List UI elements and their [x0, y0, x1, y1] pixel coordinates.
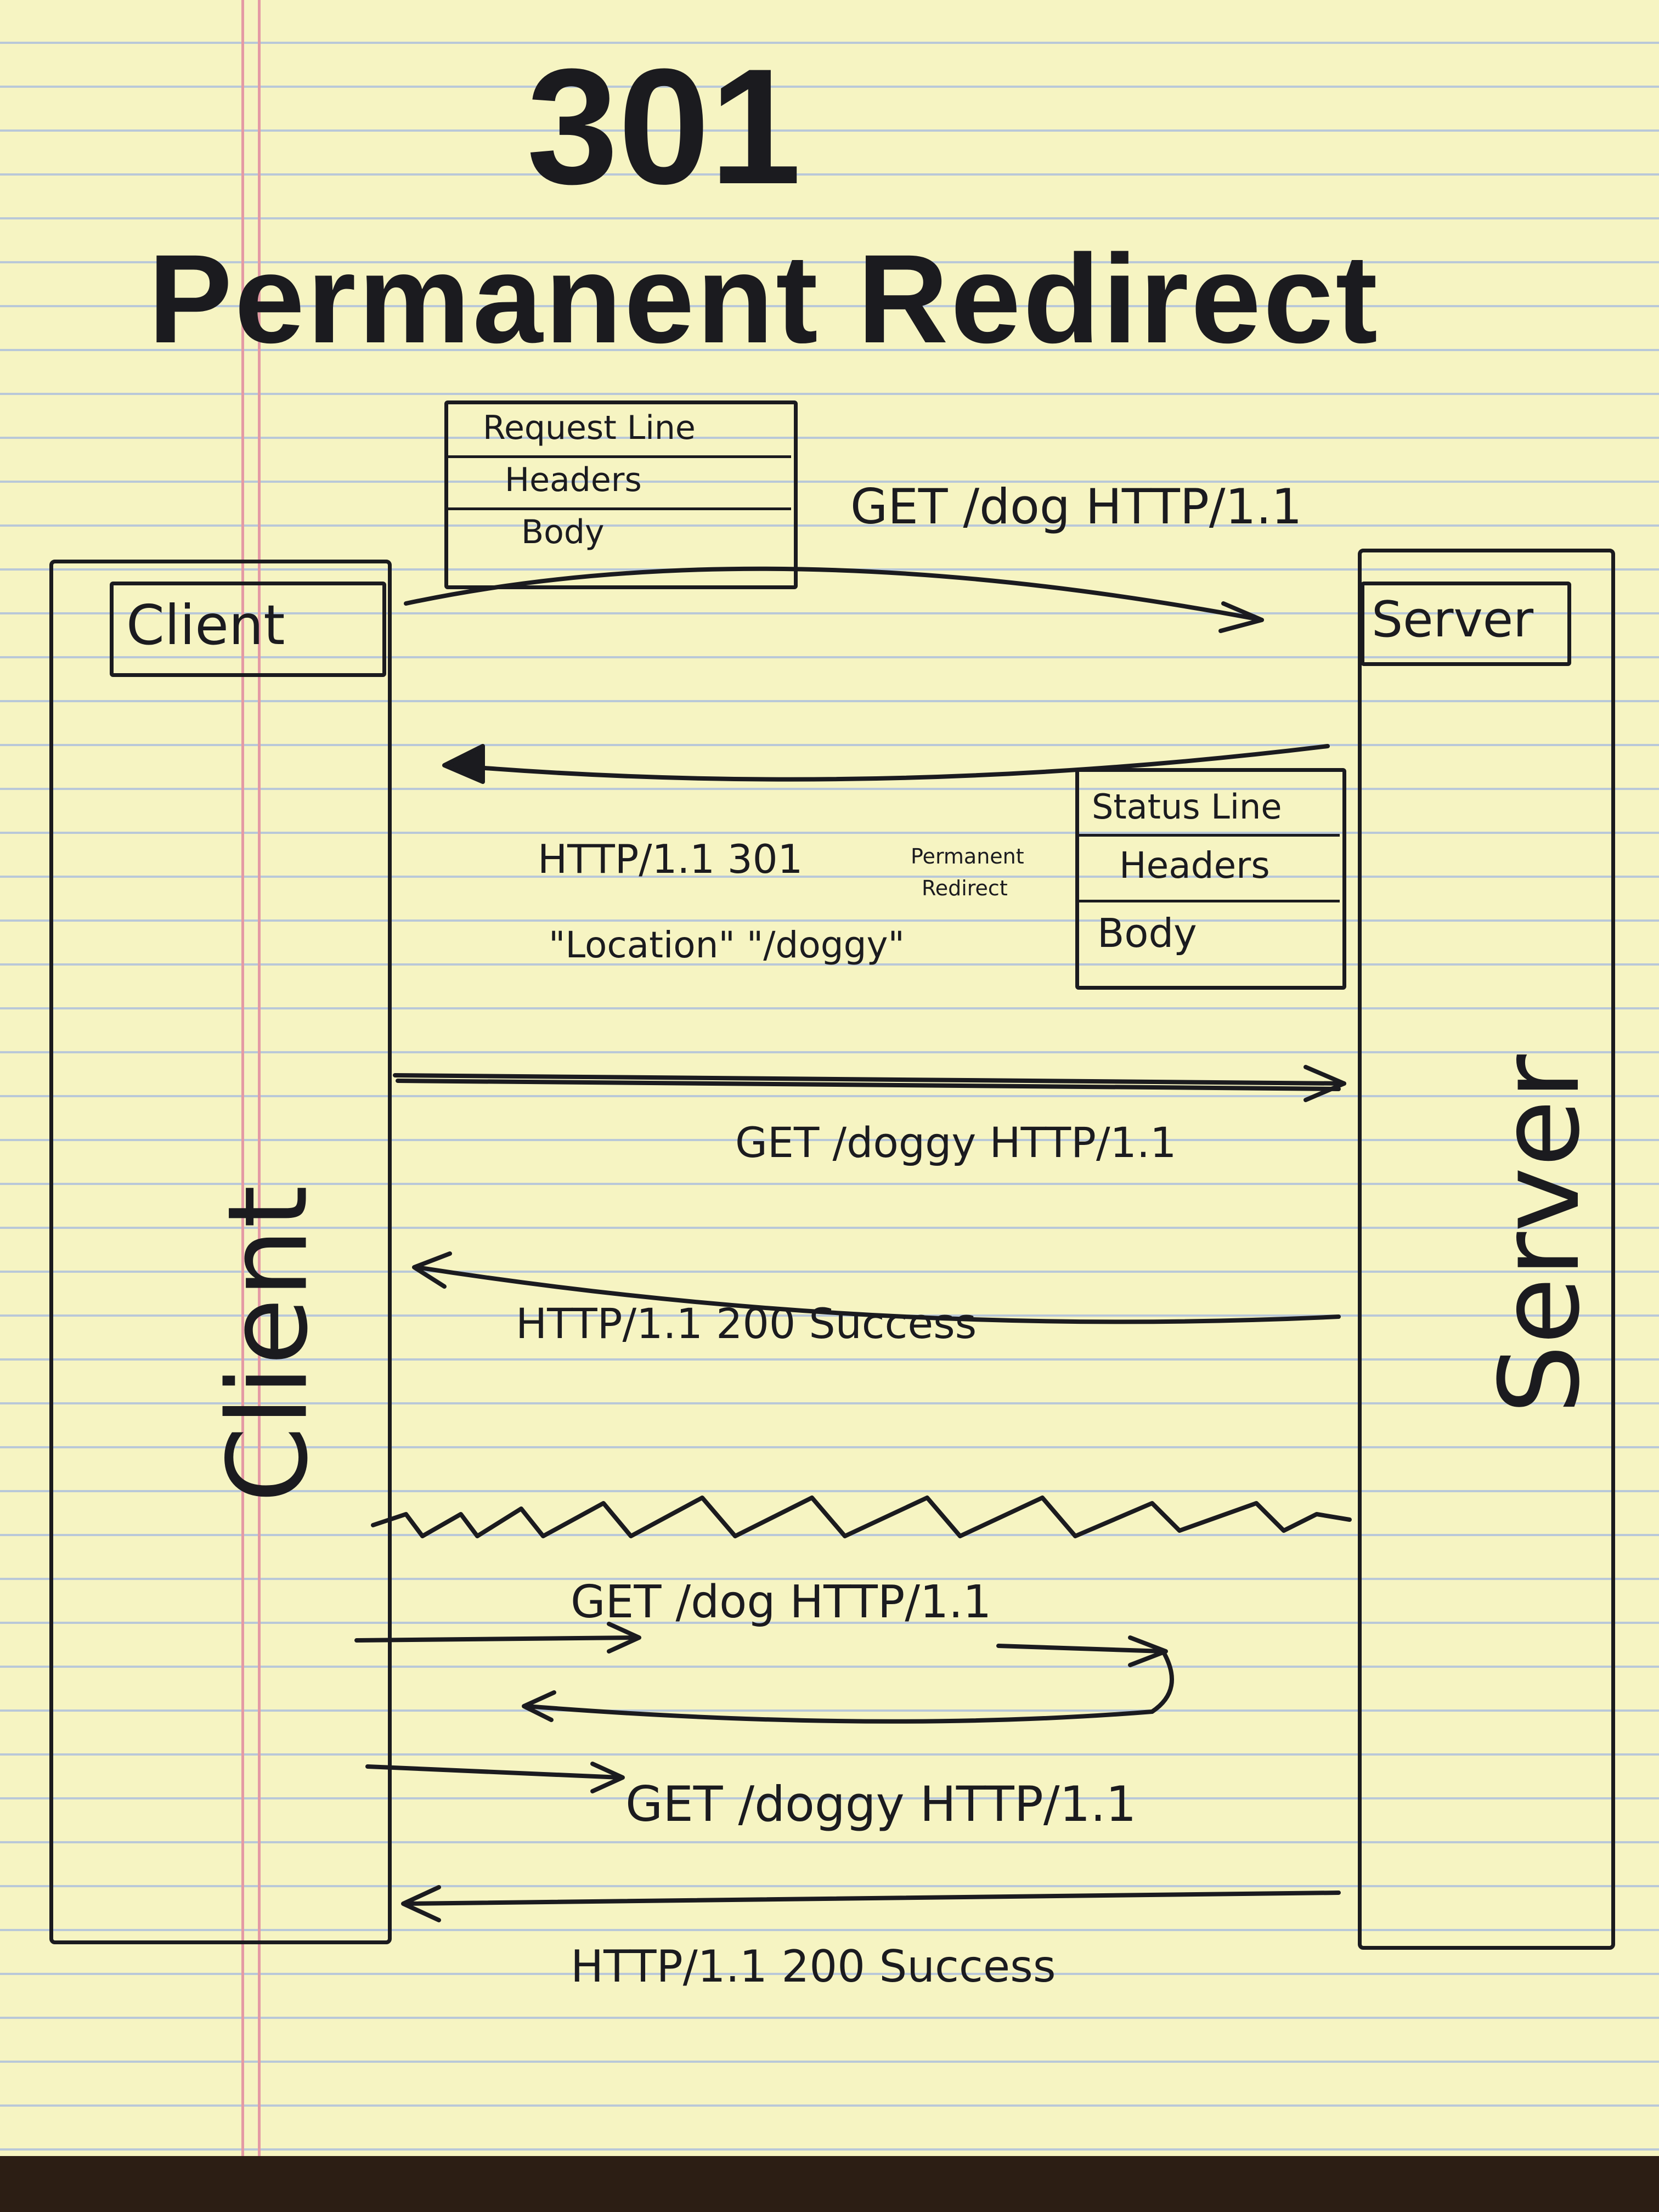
arrow-response-2 — [415, 1265, 1341, 1324]
arrow-request-4 — [365, 1764, 622, 1780]
server-header-box — [1361, 582, 1571, 666]
arrowhead — [442, 744, 485, 784]
message-get-doggy: GET /doggy HTTP/1.1 — [735, 1118, 1177, 1167]
arrow-request-1 — [404, 566, 1264, 622]
title-text: Permanent Redirect — [148, 228, 1380, 369]
body-label: Body — [521, 513, 605, 551]
message-get-dog-repeat: GET /dog HTTP/1.1 — [571, 1576, 992, 1628]
message-301-reason-top: Permanent — [911, 844, 1024, 868]
client-lifeline — [49, 560, 392, 1944]
status-line-label: Status Line — [1092, 787, 1282, 827]
arrow-request-3a — [354, 1635, 639, 1643]
request-box-divider — [448, 455, 791, 458]
arrowhead — [1128, 1635, 1168, 1667]
body-label: Body — [1097, 910, 1197, 956]
arrowhead — [607, 1622, 641, 1654]
request-line-label: Request Line — [483, 409, 696, 447]
message-200-success: HTTP/1.1 200 Success — [516, 1299, 977, 1348]
arrow-request-2-stroke — [396, 1079, 1341, 1091]
message-get-dog: GET /dog HTTP/1.1 — [850, 478, 1302, 535]
arrow-request-2 — [393, 1073, 1346, 1086]
client-header-box — [110, 582, 386, 677]
headers-label: Headers — [1119, 844, 1270, 887]
arrowhead — [412, 1251, 452, 1289]
arrow-response-1 — [448, 744, 1330, 782]
request-box-divider — [448, 507, 791, 510]
arrow-request-3b — [524, 1644, 1174, 1724]
arrowhead — [1218, 601, 1264, 633]
margin-line — [258, 0, 261, 2156]
arrow-response-3 — [404, 1891, 1341, 1906]
arrowhead — [401, 1885, 441, 1922]
headers-label: Headers — [505, 461, 642, 499]
message-location-header: "Location" "/doggy" — [549, 924, 905, 966]
server-label: Server — [1372, 591, 1534, 648]
arrowhead — [1304, 1065, 1346, 1102]
wooden-table — [0, 2156, 1659, 2212]
response-box-divider — [1079, 900, 1340, 902]
title-number: 301 — [527, 34, 802, 218]
request-box — [444, 400, 798, 589]
message-301-reason-bottom: Redirect — [922, 876, 1008, 900]
response-box — [1075, 768, 1346, 990]
margin-line — [241, 0, 244, 2156]
message-301-status: HTTP/1.1 301 — [538, 836, 803, 882]
server-lifeline — [1358, 549, 1615, 1950]
arrowhead — [590, 1762, 625, 1793]
response-box-divider — [1079, 834, 1340, 837]
client-label: Client — [126, 593, 285, 657]
message-get-doggy-repeat: GET /doggy HTTP/1.1 — [625, 1776, 1137, 1832]
arrowhead — [522, 1690, 556, 1722]
message-200-success-repeat: HTTP/1.1 200 Success — [571, 1941, 1056, 1992]
time-break-zigzag — [371, 1496, 1352, 1538]
